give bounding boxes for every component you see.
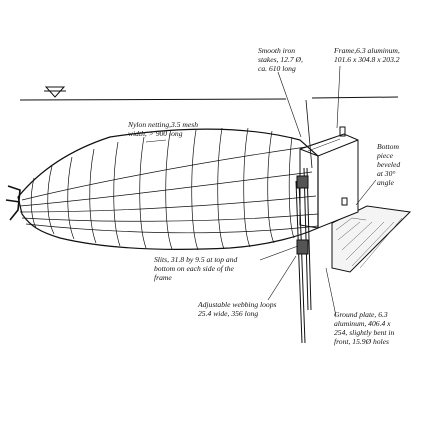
water-level-marker <box>44 86 66 98</box>
webbing-loop-top <box>296 175 309 189</box>
label-webbing: Adjustable webbing loops 25.4 wide, 356 … <box>198 300 277 318</box>
stake-left <box>295 180 306 344</box>
label-bottom-piece: Bottom piece beveled at 30° angle <box>377 142 401 187</box>
label-ground-plate: Ground plate, 6.3 aluminum, 406.4 x 254,… <box>334 310 395 346</box>
leader-slits <box>259 245 299 261</box>
label-frame: Frame,6.3 aluminum, 101.6 x 304.8 x 203.… <box>334 46 400 64</box>
leader-bottom <box>355 179 377 206</box>
leader-netting <box>145 139 167 143</box>
ground-plate <box>331 205 412 273</box>
leader-stakes <box>277 71 302 138</box>
water-surface-line <box>19 96 399 101</box>
leader-frame <box>336 65 341 129</box>
stake-right <box>303 167 312 311</box>
leader-webbing <box>267 255 297 301</box>
webbing-loop-bottom <box>296 239 309 255</box>
netting-outline <box>17 128 319 251</box>
net-tail <box>5 185 21 221</box>
label-netting: Nylon netting,3.5 mesh width, > 900 long <box>128 120 199 138</box>
label-stakes: Smooth iron stakes, 12.7 Ø, ca. 610 long <box>258 46 303 73</box>
leader-ground <box>325 267 337 317</box>
label-slits: Slits, 31.8 by 9.5 at top and bottom on … <box>154 255 238 282</box>
